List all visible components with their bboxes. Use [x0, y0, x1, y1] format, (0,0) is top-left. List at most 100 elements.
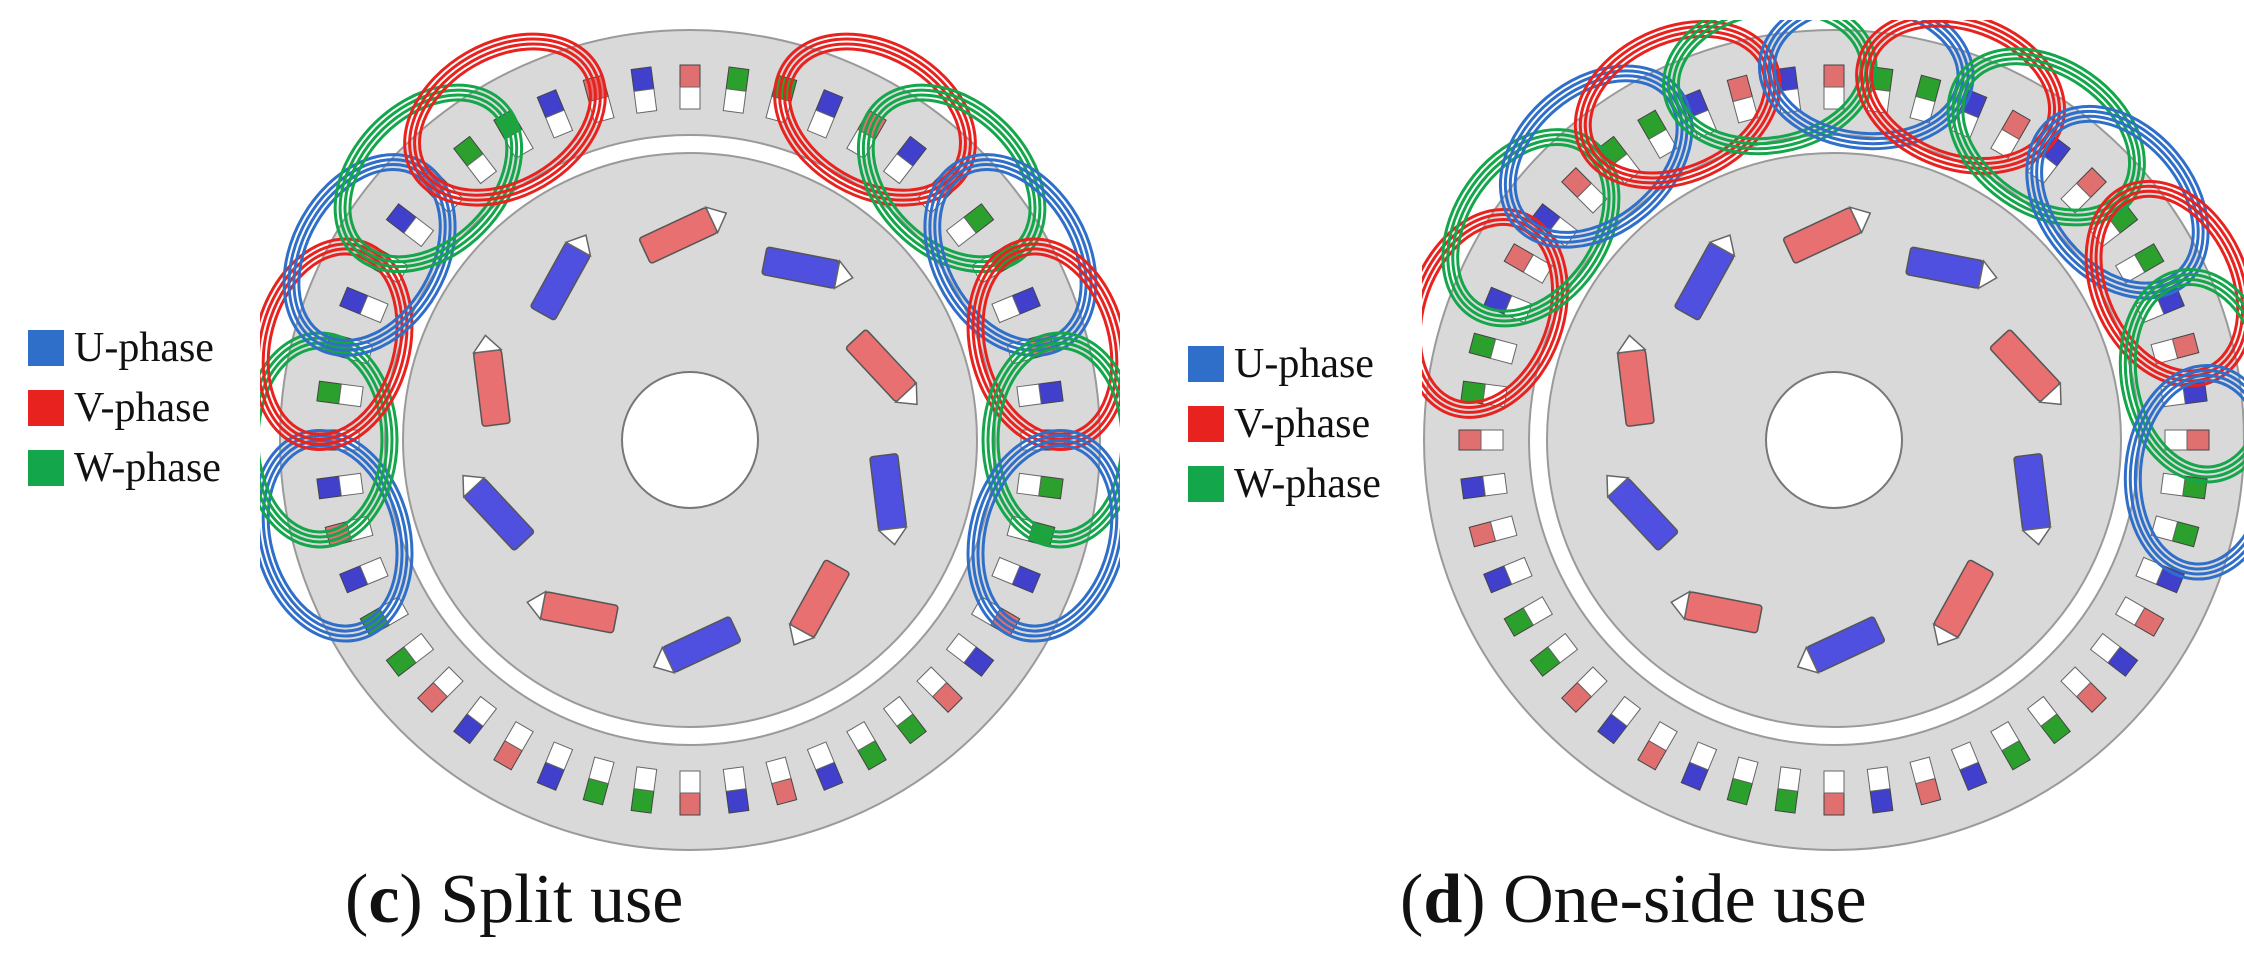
winding-coil: [2118, 268, 2244, 484]
legend-item-w: W-phase: [1188, 454, 1381, 514]
slot-opening: [2026, 695, 2058, 727]
coil-turn: [2040, 119, 2195, 285]
flux-barrier: [564, 234, 592, 258]
slot-opening: [846, 720, 876, 752]
legend-label-u: U-phase: [1234, 341, 1374, 387]
stator-slot: [722, 66, 750, 114]
u-phase-swatch: [1188, 346, 1224, 382]
flux-barrier: [833, 259, 854, 290]
slot-opening: [1480, 429, 1504, 451]
slot-opening: [882, 153, 914, 185]
legend-label-u: U-phase: [74, 325, 214, 371]
winding-coils: [1422, 20, 2244, 581]
coil-turn: [788, 47, 962, 192]
stator-slot: [1468, 515, 1518, 548]
stator-slot: [316, 380, 364, 408]
winding-coil: [981, 331, 1120, 549]
slot-opening: [722, 88, 747, 114]
stator-slot: [991, 286, 1041, 324]
flux-barrier: [1670, 590, 1691, 621]
slot-opening: [1576, 666, 1608, 698]
slot-opening: [1950, 741, 1979, 771]
slot-opening: [2060, 666, 2092, 698]
slot-opening: [403, 216, 435, 248]
slot-opening: [1522, 596, 1554, 626]
stator-slot: [1483, 556, 1533, 594]
coil-turn: [1870, 24, 2052, 161]
slot-opening: [359, 556, 389, 585]
slot-coil: [1038, 380, 1064, 405]
coil-turn: [996, 346, 1120, 534]
stator-slot: [630, 766, 658, 814]
coil-turn: [1456, 142, 1606, 313]
flux-barrier: [788, 622, 816, 646]
slot-opening: [722, 766, 747, 792]
stator-slot: [1726, 74, 1759, 124]
stator-slot: [945, 632, 995, 677]
rotor-magnet: [1989, 329, 2062, 406]
slot-opening: [916, 666, 948, 698]
slot-opening: [1016, 383, 1042, 408]
slot-opening: [991, 556, 1021, 585]
flux-barrier: [877, 526, 909, 546]
stator-slot: [453, 695, 498, 745]
slot-opening: [588, 756, 615, 785]
stator-slot: [1950, 741, 1988, 791]
slot-opening: [466, 153, 498, 185]
motor-cross-section-one-side: [1422, 20, 2244, 851]
legend-item-u: U-phase: [1188, 334, 1381, 394]
panel-split-use: U-phase V-phase W-phase (c) Split use: [28, 29, 1120, 938]
rotor-magnet: [1674, 234, 1736, 321]
slot-opening: [1909, 756, 1936, 785]
coil-turn: [333, 83, 524, 274]
slot-opening: [679, 770, 701, 794]
motor-body: [279, 29, 1101, 851]
slot-opening: [1503, 556, 1533, 585]
stator-slot: [2114, 243, 2165, 284]
stator-slot: [806, 89, 844, 139]
slot-opening: [2114, 254, 2146, 284]
rotor-magnet: [845, 329, 918, 406]
w-phase-swatch: [28, 450, 64, 486]
legend-label-w: W-phase: [74, 445, 221, 491]
slot-coil: [1869, 788, 1894, 814]
stator-slot: [2114, 596, 2165, 637]
stator-slot: [1866, 766, 1894, 814]
caption-letter: c: [368, 861, 400, 938]
flux-barrier: [462, 474, 486, 499]
slot-opening: [945, 632, 977, 664]
rotor-magnet: [761, 246, 854, 290]
coil-turn: [1588, 34, 1767, 175]
rotor-magnet: [462, 474, 535, 551]
slot-opening: [1909, 95, 1936, 124]
rotor-magnet: [1606, 474, 1679, 551]
slot-opening: [1777, 766, 1802, 792]
shaft-bore: [621, 371, 759, 509]
stator-slot: [1561, 167, 1608, 214]
stator-slot: [630, 66, 658, 114]
coil-turn: [991, 341, 1120, 539]
stator-slot: [2026, 695, 2071, 745]
stator-slot: [1726, 756, 1759, 806]
coil-turn: [2138, 378, 2244, 566]
slot-coil: [679, 792, 701, 816]
flux-barrier: [652, 645, 676, 675]
slot-opening: [466, 695, 498, 727]
slot-opening: [1648, 128, 1678, 160]
slot-opening: [1016, 472, 1042, 497]
stator-slot: [1016, 380, 1064, 408]
slot-coil: [1823, 64, 1845, 88]
stator-slot: [2060, 167, 2107, 214]
rotor-magnet: [639, 205, 728, 264]
stator-slot: [1637, 720, 1678, 771]
caption-c: (c) Split use: [345, 861, 684, 938]
flux-barrier: [526, 590, 547, 621]
stator-slot: [1468, 332, 1518, 365]
legend-label-v: V-phase: [1234, 401, 1371, 447]
stator-slot: [1990, 720, 2031, 771]
coil-turn: [2133, 373, 2244, 571]
slot-opening: [991, 295, 1021, 324]
rotor-magnet: [788, 559, 850, 646]
slot-opening: [2089, 632, 2121, 664]
legend-item-v: V-phase: [28, 378, 221, 438]
